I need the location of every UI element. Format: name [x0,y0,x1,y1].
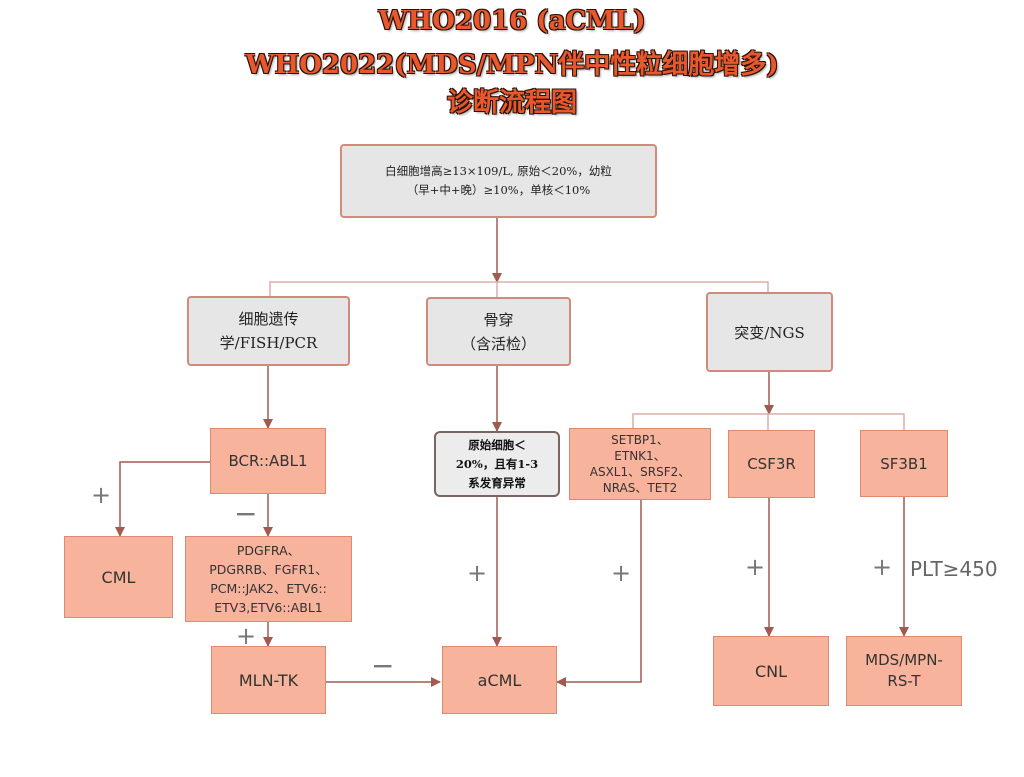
mds-mpn-line-1: MDS/MPN- [865,651,943,669]
sf3b1-node: SF3B1 [860,430,948,497]
genes-line-3: ASXL1、SRSF2、 [589,465,691,479]
bone-marrow-line-2: （含活检） [460,334,536,353]
mln-negative-sign: − [371,649,395,682]
genes-line-2: ETNK1、 [614,449,666,463]
csf3r-positive-sign: + [745,553,766,581]
bcr-positive-sign: + [91,481,112,509]
fusion-line-4: ETV3,ETV6::ABL1 [214,600,323,615]
csf3r-label: CSF3R [747,455,796,473]
blast-line-1: 原始细胞＜ [468,437,526,452]
bcr-abl1-node: BCR::ABL1 [210,428,326,494]
edge-genes-acml [556,500,642,687]
title-line-1: WHO2016 (aCML) [378,6,646,36]
fusion-genes-node: PDGFRA、 PDGRRB、FGFR1、 PCM::JAK2、ETV6:: E… [185,536,352,622]
fusion-positive-sign: + [236,622,257,650]
cml-label: CML [101,567,136,587]
blast-line-2: 20%，且有1-3 [455,456,539,471]
title-line-2: WHO2022(MDS/MPN伴中性粒细胞增多) [245,50,779,80]
mutation-label: 突变/NGS [734,323,805,342]
cnl-label: CNL [754,661,788,681]
mutation-node: 突变/NGS [706,292,833,372]
plt-condition-label: PLT≥450 [910,557,998,581]
genes-node: SETBP1、 ETNK1、 ASXL1、SRSF2、 NRAS、TET2 [569,428,711,500]
cml-node: CML [64,536,173,618]
mln-tk-label: MLN-TK [238,670,299,690]
genes-line-4: NRAS、TET2 [602,481,678,495]
blast-criteria-node: 原始细胞＜ 20%，且有1-3 系发育异常 [434,431,560,497]
sf3b1-positive-sign: + [872,553,893,581]
cnl-node: CNL [713,636,829,706]
bcr-abl1-label: BCR::ABL1 [228,452,308,470]
mds-mpn-line-2: RS-T [887,672,921,690]
cytogenetics-line-2: 学/FISH/PCR [219,334,318,352]
csf3r-node: CSF3R [728,430,815,498]
edge-bcr-cml [115,461,210,537]
genes-line-1: SETBP1、 [611,433,669,447]
sf3b1-label: SF3B1 [880,454,928,473]
edge-top-branch [269,281,769,296]
cytogenetics-node: 细胞遗传 学/FISH/PCR [187,296,350,366]
bcr-negative-sign: − [234,497,258,530]
fusion-line-2: PDGRRB、FGFR1、 [209,562,328,577]
criteria-line-2: （早+中+晚）≥10%，单核＜10% [406,183,591,197]
criteria-line-1: 白细胞增高≥13×109/L, 原始＜20%，幼粒 [385,164,612,178]
cytogenetics-line-1: 细胞遗传 [238,310,299,328]
blast-line-3: 系发育异常 [468,475,526,490]
mds-mpn-node: MDS/MPN- RS-T [846,636,962,706]
blast-positive-sign: + [467,559,488,587]
acml-node: aCML [442,646,557,714]
fusion-line-1: PDGFRA、 [236,543,301,558]
acml-label: aCML [477,670,522,690]
bone-marrow-node: 骨穿 （含活检） [426,297,571,366]
genes-positive-sign: + [611,559,632,587]
mln-tk-node: MLN-TK [211,646,326,714]
fusion-line-3: PCM::JAK2、ETV6:: [210,581,327,596]
criteria-node: 白细胞增高≥13×109/L, 原始＜20%，幼粒 （早+中+晚）≥10%，单核… [340,144,657,218]
bone-marrow-line-1: 骨穿 [483,310,514,329]
title-line-3: 诊断流程图 [446,88,577,118]
